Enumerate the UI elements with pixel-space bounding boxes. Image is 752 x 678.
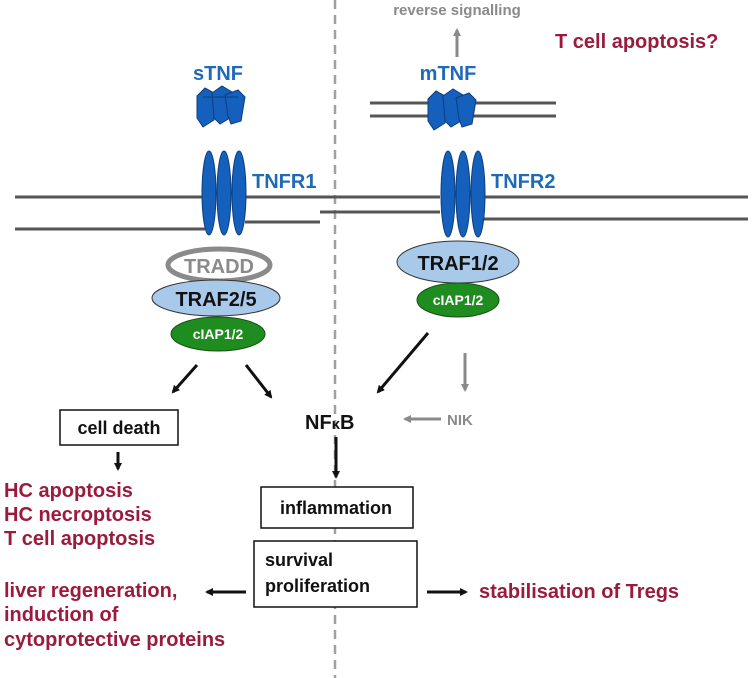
- traf25-label: TRAF2/5: [175, 289, 256, 311]
- ciap-left-ellipse: [170, 316, 266, 352]
- nfkb-suffix: B: [340, 412, 354, 434]
- arrow-right-to-nfkb: [376, 332, 430, 394]
- ciap-right-label: cIAP1/2: [433, 292, 484, 308]
- nfkb-prefix: NF: [305, 412, 332, 434]
- reverse-signalling-label: reverse signalling: [393, 2, 521, 19]
- arrow-left-to-nfkb: [244, 364, 273, 399]
- survival-label: survival: [265, 550, 333, 570]
- arrow-to-cell-death: [171, 364, 199, 394]
- stnf-trimer: [196, 85, 246, 128]
- outcome-hc-apoptosis: HC apoptosis: [4, 480, 133, 502]
- mtnf-trimer: [427, 88, 477, 131]
- tnfr1-receptor: [201, 150, 247, 236]
- cell-death-label: cell death: [77, 418, 160, 438]
- cytoprotective-proteins-label: cytoprotective proteins: [4, 629, 225, 651]
- mtnf-label: mTNF: [420, 63, 477, 85]
- traf25-ellipse: [151, 279, 281, 317]
- survival-box: [253, 540, 418, 608]
- nfkb-kappa: κ: [332, 416, 341, 433]
- nik-label: NIK: [447, 412, 473, 429]
- proliferation-label: proliferation: [265, 576, 370, 596]
- tnfr1-label: TNFR1: [252, 171, 316, 193]
- traf12-label: TRAF1/2: [417, 253, 498, 275]
- tnfr2-label: TNFR2: [491, 171, 555, 193]
- outcome-hc-necroptosis: HC necroptosis: [4, 504, 152, 526]
- left-membrane: [15, 195, 320, 231]
- liver-regeneration-label: liver regeneration,: [4, 580, 177, 602]
- inflammation-label: inflammation: [280, 498, 392, 518]
- nfkb-label: NFκB: [305, 412, 355, 434]
- tradd-label: TRADD: [184, 256, 254, 278]
- t-cell-apoptosis-question: T cell apoptosis?: [555, 31, 718, 53]
- stabilisation-tregs-label: stabilisation of Tregs: [479, 581, 679, 603]
- tnfr2-receptor: [440, 150, 486, 238]
- stnf-label: sTNF: [193, 63, 243, 85]
- cell-death-box: [59, 409, 179, 446]
- outcome-t-cell-apoptosis: T cell apoptosis: [4, 528, 155, 550]
- induction-of-label: induction of: [4, 604, 119, 626]
- right-membrane: [320, 195, 748, 221]
- ciap-right-ellipse: [416, 282, 500, 318]
- ciap-left-label: cIAP1/2: [193, 326, 244, 342]
- inflammation-box: [260, 486, 414, 529]
